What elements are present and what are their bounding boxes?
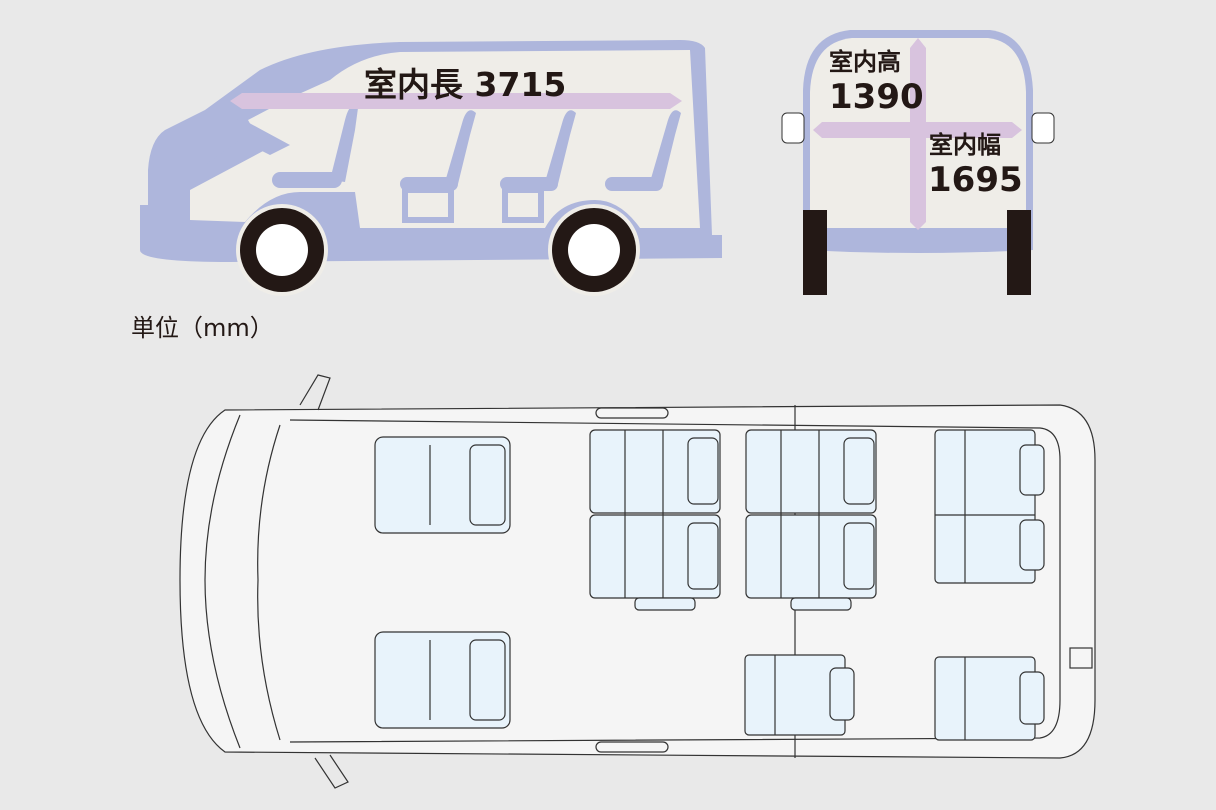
left-mirror <box>781 112 805 144</box>
side-seats <box>200 105 681 223</box>
row3-single-seat <box>744 654 855 736</box>
interior-width-value: 1695 <box>928 160 1023 200</box>
rear-wheel <box>548 204 640 296</box>
rear-view <box>781 30 1055 295</box>
front-left-seat <box>374 436 511 534</box>
top-view <box>179 374 1096 789</box>
row3-bench <box>745 429 877 611</box>
interior-width-title: 室内幅 <box>929 131 1001 159</box>
right-mirror <box>1031 112 1055 144</box>
unit-label: 単位（mm） <box>131 314 274 342</box>
interior-height-title: 室内高 <box>829 48 901 76</box>
interior-length-label: 室内長 3715 <box>364 65 567 104</box>
length-arrow <box>230 93 682 109</box>
width-arrow <box>813 122 1022 138</box>
interior-height-value: 1390 <box>829 77 924 117</box>
row4-single-seat <box>934 656 1045 741</box>
row2-bench <box>589 429 721 611</box>
front-right-seat <box>374 631 511 729</box>
side-view <box>140 40 722 296</box>
row4-bench <box>934 429 1045 584</box>
front-wheel <box>236 204 328 296</box>
